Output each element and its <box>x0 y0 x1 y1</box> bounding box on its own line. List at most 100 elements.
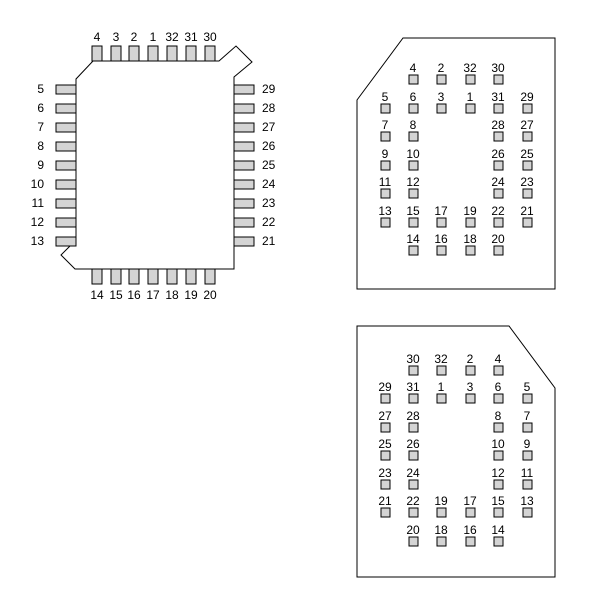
plcc-pin-pad <box>55 141 77 152</box>
lcc_bottom_view-pin-label: 17 <box>463 494 477 508</box>
plcc-pin-label: 6 <box>37 101 44 115</box>
plcc-pin-label: 5 <box>37 82 44 96</box>
lcc_top_view-pin-label: 6 <box>410 90 417 104</box>
lcc_top_view-pin-label: 16 <box>434 232 448 246</box>
lcc_bottom_view-pad <box>408 536 419 547</box>
lcc_top_view-pin-label: 26 <box>491 147 505 161</box>
lcc_bottom_view-pad <box>408 393 419 404</box>
lcc_bottom_view-pad <box>436 536 447 547</box>
plcc-pin-label: 2 <box>131 30 138 44</box>
lcc_top_view-pad <box>380 217 391 228</box>
lcc_top_view-pad <box>522 131 533 142</box>
plcc-pin-pad <box>233 160 255 171</box>
lcc_top_view-pad <box>493 245 504 256</box>
lcc_bottom_view-pin-label: 26 <box>406 437 420 451</box>
lcc_top_view-pad <box>408 245 419 256</box>
plcc-pin-pad <box>128 268 140 285</box>
plcc-pin-label: 28 <box>262 101 276 115</box>
lcc_top_view-pin-label: 4 <box>410 61 417 75</box>
plcc-pin-label: 32 <box>165 30 179 44</box>
lcc_bottom_view-pin-label: 22 <box>406 494 420 508</box>
lcc_top_view-pad <box>408 217 419 228</box>
lcc_bottom_view-pad <box>380 479 391 490</box>
lcc_top_view-pad <box>380 188 391 199</box>
plcc-pin-label: 24 <box>262 177 276 191</box>
plcc-pin-pad <box>91 45 103 62</box>
lcc_top_view-pin-label: 2 <box>438 61 445 75</box>
plcc-body-outline <box>60 45 253 270</box>
lcc_bottom_view-pin-label: 2 <box>467 352 474 366</box>
lcc_top_view-pin-label: 7 <box>382 118 389 132</box>
plcc-pin-label: 17 <box>146 288 160 302</box>
lcc_top_view-pad <box>408 103 419 114</box>
lcc_bottom_view-pin-label: 9 <box>524 437 531 451</box>
lcc_bottom_view-pin-label: 24 <box>406 466 420 480</box>
plcc-pin-pad <box>110 268 122 285</box>
lcc_top_view-pin-label: 5 <box>382 90 389 104</box>
lcc_top_view-pad <box>522 103 533 114</box>
plcc-pin-pad <box>166 268 178 285</box>
lcc_top_view-pad <box>408 188 419 199</box>
lcc_top_view-pad <box>408 131 419 142</box>
plcc-pin-label: 9 <box>37 158 44 172</box>
plcc-pin-pad <box>55 122 77 133</box>
plcc-pin-pad <box>91 268 103 285</box>
lcc_top_view-pin-label: 30 <box>491 61 505 75</box>
lcc_bottom_view-pin-label: 14 <box>491 523 505 537</box>
plcc-pin-label: 10 <box>31 177 45 191</box>
lcc_bottom_view-pin-label: 11 <box>521 466 534 480</box>
lcc_bottom_view-pad <box>493 422 504 433</box>
lcc_top_view-pad <box>436 103 447 114</box>
lcc_top_view-pin-label: 14 <box>406 232 420 246</box>
lcc_bottom_view-pad <box>465 365 476 376</box>
plcc-pin-pad <box>233 84 255 95</box>
lcc_bottom_view-pin-label: 31 <box>406 380 420 394</box>
plcc-pin-pad <box>233 198 255 209</box>
lcc_bottom_view-pad <box>493 393 504 404</box>
plcc-pin-label: 20 <box>203 288 217 302</box>
plcc-pin-label: 25 <box>262 158 276 172</box>
plcc-pin-label: 19 <box>184 288 198 302</box>
plcc-pin-pad <box>55 198 77 209</box>
plcc-pin-pad <box>55 236 77 247</box>
plcc-pin-label: 11 <box>32 196 45 210</box>
lcc_bottom_view-pin-label: 19 <box>434 494 448 508</box>
plcc-pin-pad <box>233 103 255 114</box>
lcc_top_view-pin-label: 28 <box>491 118 505 132</box>
lcc_bottom_view-pad <box>522 422 533 433</box>
lcc_top_view-pad <box>465 74 476 85</box>
plcc-pin-label: 16 <box>127 288 141 302</box>
lcc_top_view-pad <box>465 103 476 114</box>
lcc_bottom_view-pin-label: 25 <box>378 437 392 451</box>
lcc_bottom_view-pin-label: 27 <box>378 409 392 423</box>
lcc_bottom_view-pad <box>436 393 447 404</box>
lcc_bottom_view-pin-label: 8 <box>495 409 502 423</box>
lcc_top_view-pin-label: 1 <box>467 90 474 104</box>
plcc-pin-pad <box>233 141 255 152</box>
plcc-pin-pad <box>55 217 77 228</box>
lcc_top_view-pad <box>493 188 504 199</box>
lcc_bottom_view-pad <box>436 365 447 376</box>
lcc_top_view-pad <box>493 131 504 142</box>
lcc_top_view-pin-label: 25 <box>520 147 534 161</box>
lcc_top_view-pad <box>522 160 533 171</box>
plcc-pin-label: 1 <box>150 30 157 44</box>
plcc-pin-label: 15 <box>109 288 123 302</box>
lcc_top_view-pin-label: 23 <box>520 175 534 189</box>
lcc_bottom_view-pad <box>465 507 476 518</box>
lcc_bottom_view-pad <box>380 507 391 518</box>
plcc-pin-pad <box>233 236 255 247</box>
lcc_top_view-pad <box>408 160 419 171</box>
lcc_bottom_view-pin-label: 6 <box>495 380 502 394</box>
plcc-pin-pad <box>185 45 197 62</box>
lcc_bottom_view-pin-label: 29 <box>378 380 392 394</box>
lcc_top_view-pin-label: 8 <box>410 118 417 132</box>
plcc-pin-label: 27 <box>262 120 276 134</box>
lcc_top_view-pad <box>436 217 447 228</box>
plcc-pin-pad <box>55 103 77 114</box>
lcc_bottom_view-pad <box>465 536 476 547</box>
lcc_bottom_view-pin-label: 20 <box>406 523 420 537</box>
plcc-pin-label: 3 <box>113 30 120 44</box>
